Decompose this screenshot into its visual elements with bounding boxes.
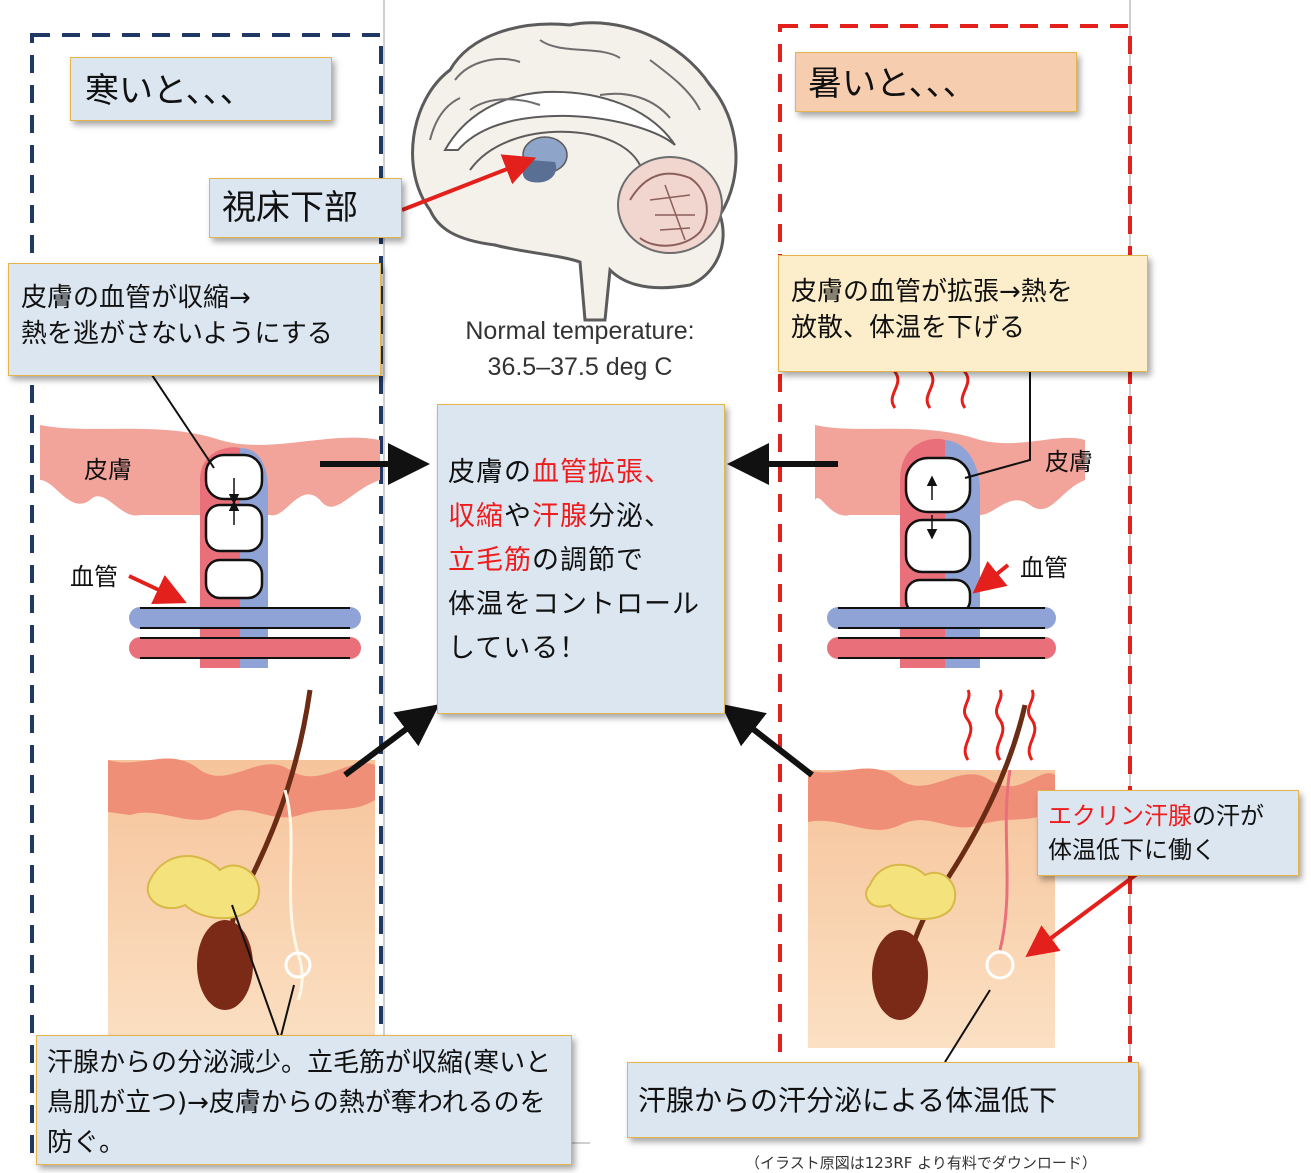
arrow-hot-gland-to-center bbox=[735, 715, 812, 775]
hot-skin-label: 皮膚 bbox=[1045, 442, 1093, 477]
hot-vessel-label: 血管 bbox=[1020, 548, 1068, 583]
center-line4: 体温をコントロール bbox=[448, 583, 712, 627]
cold-vessel-note-line2: 熱を逃がさないようにする bbox=[21, 316, 368, 352]
eccrine-line2: 体温低下に働く bbox=[1048, 833, 1288, 867]
cold-vessel-pointer bbox=[129, 576, 176, 598]
hot-vessel-pointer bbox=[982, 565, 1008, 586]
hypothalamus-label: 視床下部 bbox=[222, 188, 358, 228]
cold-skin-label: 皮膚 bbox=[84, 450, 132, 485]
cold-gland-note: 汗腺からの分泌減少。立毛筋が収縮(寒いと鳥肌が立つ)→皮膚からの熱が奪われるのを… bbox=[36, 1035, 572, 1165]
hot-title-box: 暑いと、、、 bbox=[795, 52, 1077, 112]
center-line5: している！ bbox=[448, 627, 712, 671]
center-line1: 皮膚の血管拡張、 bbox=[448, 451, 712, 495]
hypothalamus-label-box: 視床下部 bbox=[209, 178, 402, 238]
center-line2: 収縮や汗腺分泌、 bbox=[448, 495, 712, 539]
temp-line1: Normal temperature: bbox=[420, 313, 740, 349]
center-line3: 立毛筋の調節で bbox=[448, 539, 712, 583]
cold-vessel-note: 皮膚の血管が収縮→ 熱を逃がさないようにする bbox=[8, 263, 381, 376]
hot-title: 暑いと、、、 bbox=[808, 64, 977, 104]
center-summary-box: 皮膚の血管拡張、 収縮や汗腺分泌、 立毛筋の調節で 体温をコントロール している… bbox=[437, 404, 725, 714]
hot-vessel-note-line2: 放散、体温を下げる bbox=[791, 310, 1135, 346]
hot-vessel-illustration bbox=[815, 345, 1085, 668]
image-credit: （イラスト原図は123RF より有料でダウンロード） bbox=[745, 1152, 1097, 1173]
hot-vessel-note: 皮膚の血管が拡張→熱を 放散、体温を下げる bbox=[778, 255, 1148, 372]
hot-vessel-note-line1: 皮膚の血管が拡張→熱を bbox=[791, 274, 1135, 310]
cold-gland-note-text: 汗腺からの分泌減少。立毛筋が収縮(寒いと鳥肌が立つ)→皮膚からの熱が奪われるのを… bbox=[47, 1048, 551, 1158]
eccrine-line1: エクリン汗腺の汗が bbox=[1048, 799, 1288, 833]
cold-vessel-note-line1: 皮膚の血管が収縮→ bbox=[21, 280, 368, 316]
brain-illustration bbox=[413, 23, 736, 320]
normal-temperature-caption: Normal temperature: 36.5–37.5 deg C bbox=[420, 313, 740, 385]
cold-gland-illustration bbox=[108, 690, 375, 1050]
cold-title-box: 寒いと、、、 bbox=[70, 57, 332, 121]
temp-line2: 36.5–37.5 deg C bbox=[420, 349, 740, 385]
cold-vessel-label: 血管 bbox=[70, 557, 118, 592]
hot-gland-note-text: 汗腺からの汗分泌による体温低下 bbox=[638, 1084, 1057, 1117]
hot-gland-note: 汗腺からの汗分泌による体温低下 bbox=[627, 1062, 1139, 1138]
eccrine-note-box: エクリン汗腺の汗が 体温低下に働く bbox=[1037, 790, 1299, 876]
cold-title: 寒いと、、、 bbox=[85, 71, 254, 111]
hot-gland-illustration bbox=[808, 690, 1055, 1048]
